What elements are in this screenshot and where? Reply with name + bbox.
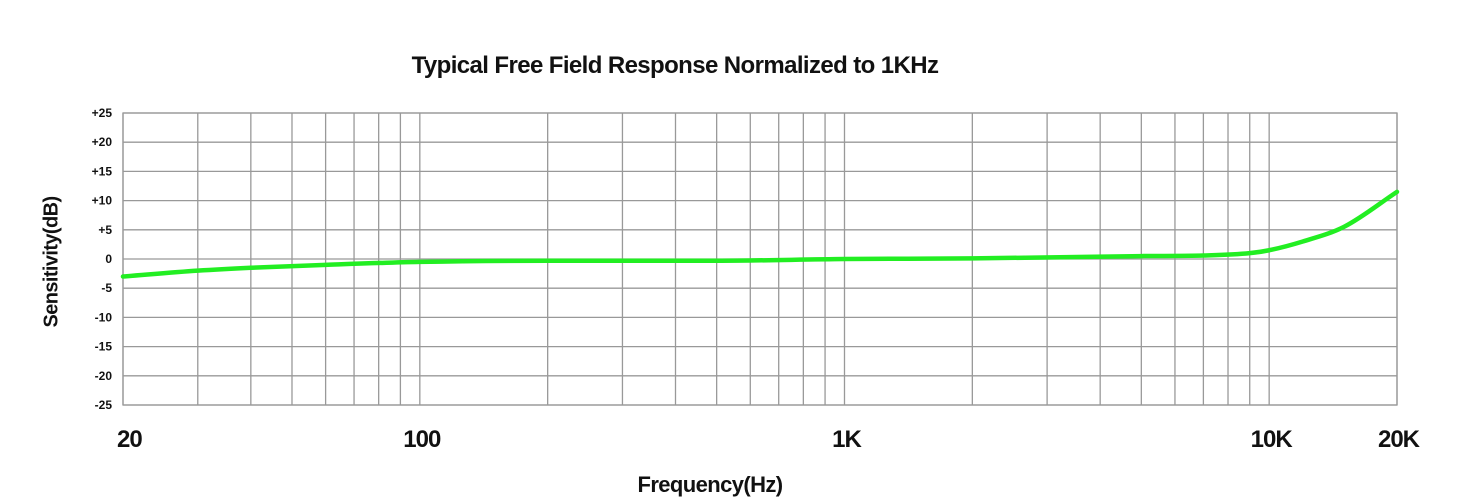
y-tick-label: 0 — [105, 252, 112, 266]
y-tick-label: +15 — [92, 164, 113, 178]
y-tick-label: -25 — [95, 398, 113, 412]
y-tick-label: +20 — [92, 135, 113, 149]
x-tick-label: 100 — [403, 426, 441, 453]
chart-title: Typical Free Field Response Normalized t… — [411, 52, 939, 79]
response-curve — [120, 189, 1400, 279]
y-tick-label: +10 — [92, 194, 113, 208]
y-tick-label: -20 — [95, 369, 113, 383]
x-tick-label: 10K — [1251, 426, 1294, 453]
plot-border — [122, 112, 1398, 406]
x-tick-label: 1K — [832, 426, 862, 453]
x-tick-label: 20K — [1378, 426, 1421, 453]
y-tick-label: -15 — [95, 340, 113, 354]
y-tick-label: +25 — [92, 106, 113, 120]
y-tick-label: -10 — [95, 310, 113, 324]
x-tick-label: 20 — [117, 426, 142, 453]
y-tick-label: -5 — [101, 281, 112, 295]
y-tick-label: +5 — [98, 223, 112, 237]
